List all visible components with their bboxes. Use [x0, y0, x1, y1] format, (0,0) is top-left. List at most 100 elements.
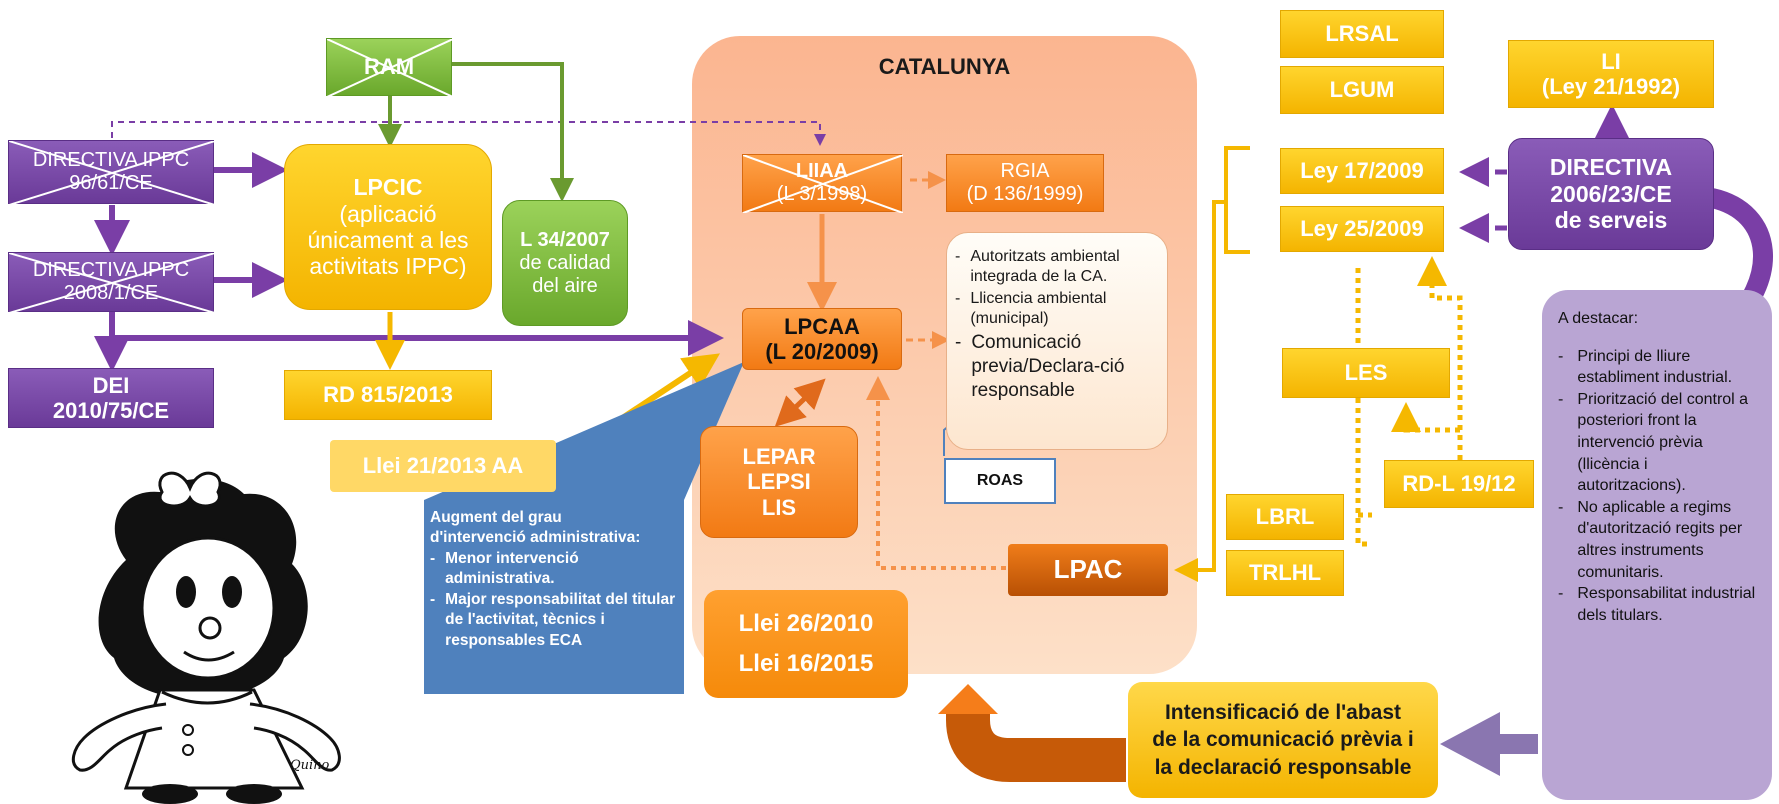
destacar-item-4: Responsabilitat industrial dels titulars…	[1577, 585, 1756, 624]
roas-box: ROAS	[944, 458, 1056, 504]
lrsal-label: LRSAL	[1325, 21, 1399, 47]
ley17-label: Ley 17/2009	[1300, 158, 1424, 184]
destacar-item: -Responsabilitat industrial dels titular…	[1558, 583, 1758, 626]
destacar-item: -Priorització del control a posteriori f…	[1558, 389, 1758, 497]
destacar-item: -Principi de lliure establiment industri…	[1558, 346, 1758, 389]
regime-item: -Comunicació previa/Declara-ció responsa…	[955, 331, 1159, 402]
regime-item: -Llicencia ambiental (municipal)	[955, 289, 1159, 329]
dotted-rdl-ley25	[1417, 256, 1463, 460]
regime-item-2: Llicencia ambiental (municipal)	[970, 290, 1107, 327]
directiva-serveis-box: DIRECTIVA 2006/23/CE de serveis	[1508, 138, 1714, 250]
lepar-box: LEPAR LEPSI LIS	[700, 426, 858, 538]
lepar-line1: LEPAR	[742, 444, 816, 470]
rdl-box: RD-L 19/12	[1384, 460, 1534, 508]
intensificacio-box: Intensificació de l'abast de la comunica…	[1128, 682, 1438, 798]
lpcic-box: LPCIC (aplicació únicament a les activit…	[284, 144, 492, 310]
arrow-lpcaa-lepar	[774, 378, 826, 427]
lbrl-box: LBRL	[1226, 494, 1344, 540]
bracket-ley	[1224, 146, 1250, 254]
block-arrow-destacar	[1440, 712, 1538, 776]
li-line2: (Ley 21/1992)	[1541, 74, 1681, 99]
regime-item: -Autoritzats ambiental integrada de la C…	[955, 247, 1159, 287]
lpcic-line2: (aplicació	[339, 200, 437, 227]
lpcaa-box: LPCAA (L 20/2009)	[742, 308, 902, 370]
blue-note-item-1: Menor intervenció administrativa.	[445, 549, 579, 588]
dotted-lpac-lpcaa	[866, 376, 1006, 570]
l34-line3: del aire	[532, 274, 598, 297]
dotted-trlhl-ley25	[1355, 268, 1372, 547]
lgum-label: LGUM	[1329, 77, 1395, 103]
blue-note-heading-2: d'intervenció administrativa:	[430, 529, 641, 547]
ippc96-line2: 96/61/CE	[69, 172, 153, 194]
ippc96-line1: DIRECTIVA IPPC	[32, 149, 190, 171]
lpcaa-title: LPCAA	[784, 313, 860, 339]
liiaa-line2: (L 3/1998)	[776, 183, 868, 205]
catalunya-title: CATALUNYA	[878, 54, 1011, 79]
lpcic-title: LPCIC	[353, 174, 423, 201]
lgum-box: LGUM	[1280, 66, 1444, 114]
lbrl-label: LBRL	[1255, 504, 1315, 530]
lpcic-line4: activitats IPPC)	[309, 253, 467, 280]
ley25-box: Ley 25/2009	[1280, 206, 1444, 252]
intensificacio-line1: Intensificació de l'abast	[1164, 701, 1402, 725]
destacar-item-1: Principi de lliure establiment industria…	[1577, 347, 1733, 387]
rgia-title: RGIA	[1000, 160, 1050, 182]
destacar-panel: A destacar: -Principi de lliure establim…	[1542, 290, 1772, 800]
directiva-ippc-2008-box: DIRECTIVA IPPC 2008/1/CE	[8, 252, 215, 313]
llei21-box: Llei 21/2013 AA	[330, 440, 556, 492]
trlhl-box: TRLHL	[1226, 550, 1344, 596]
rgia-box: RGIA (D 136/1999)	[946, 154, 1104, 212]
ippc2008-line1: DIRECTIVA IPPC	[32, 259, 190, 281]
dei-box: DEI 2010/75/CE	[8, 368, 214, 428]
directiva-line2: 2006/23/CE	[1550, 180, 1672, 207]
destacar-item-3: No aplicable a regims d'autorització reg…	[1577, 498, 1743, 581]
li-line1: LI	[1601, 48, 1621, 74]
ley17-box: Ley 17/2009	[1280, 148, 1444, 194]
directiva-line3: de serveis	[1554, 207, 1668, 234]
dotted-rdl-les	[1391, 402, 1463, 460]
llei26-box: Llei 26/2010 Llei 16/2015	[704, 590, 908, 698]
dashed-arrow-liiaa	[111, 121, 826, 146]
les-box: LES	[1282, 348, 1450, 398]
intensificacio-line2: de la comunicació prèvia i	[1152, 728, 1414, 752]
destacar-heading: A destacar:	[1558, 310, 1639, 327]
llei21-label: Llei 21/2013 AA	[362, 453, 524, 479]
blue-note: Augment del grau d'intervenció administr…	[424, 500, 684, 694]
destacar-item: -No aplicable a regims d'autorització re…	[1558, 497, 1758, 583]
rgia-line2: (D 136/1999)	[966, 183, 1084, 205]
liiaa-title: LIIAA	[795, 160, 849, 182]
lpcic-line3: únicament a les	[307, 227, 469, 253]
regimes-box: -Autoritzats ambiental integrada de la C…	[946, 232, 1168, 450]
directiva-ippc-96-box: DIRECTIVA IPPC 96/61/CE	[8, 140, 215, 205]
trlhl-label: TRLHL	[1248, 560, 1322, 586]
ram-label: RAM	[363, 54, 415, 80]
arrow-ram-l34	[452, 62, 574, 202]
l34-box: L 34/2007 de calidad del aire	[502, 200, 628, 326]
lpcaa-line2: (L 20/2009)	[765, 339, 879, 364]
dei-line2: 2010/75/CE	[52, 398, 170, 423]
llei26-line2: Llei 16/2015	[738, 650, 874, 677]
blue-note-item: -Menor intervenció administrativa.	[430, 549, 678, 590]
dei-line1: DEI	[92, 372, 130, 398]
rd815-box: RD 815/2013	[284, 370, 492, 420]
ley25-label: Ley 25/2009	[1300, 216, 1424, 242]
roas-label: ROAS	[976, 471, 1024, 489]
l34-line2: de calidad	[519, 251, 611, 274]
mafalda-illustration	[71, 471, 341, 804]
liiaa-box: LIIAA (L 3/1998)	[742, 154, 903, 213]
rdl-label: RD-L 19/12	[1402, 471, 1516, 497]
quino-signature: Quino	[290, 758, 330, 773]
lpac-box: LPAC	[1008, 544, 1168, 596]
lepar-line2: LEPSI	[747, 469, 811, 495]
regime-item-1: Autoritzats ambiental integrada de la CA…	[970, 248, 1120, 285]
blue-note-heading-1: Augment del grau	[430, 509, 562, 526]
blue-note-item-2: Major responsabilitat del titular de l'a…	[445, 590, 676, 649]
uturn-arrow-head	[938, 684, 998, 714]
intensificacio-line3: la declaració responsable	[1154, 755, 1412, 779]
directiva-line1: DIRECTIVA	[1549, 154, 1673, 181]
arrow-ley-lpac	[1174, 200, 1226, 582]
l34-title: L 34/2007	[520, 228, 610, 251]
uturn-arrow-body	[946, 712, 1126, 782]
destacar-item-2: Priorització del control a posteriori fr…	[1577, 390, 1749, 495]
llei26-line1: Llei 26/2010	[738, 610, 874, 638]
